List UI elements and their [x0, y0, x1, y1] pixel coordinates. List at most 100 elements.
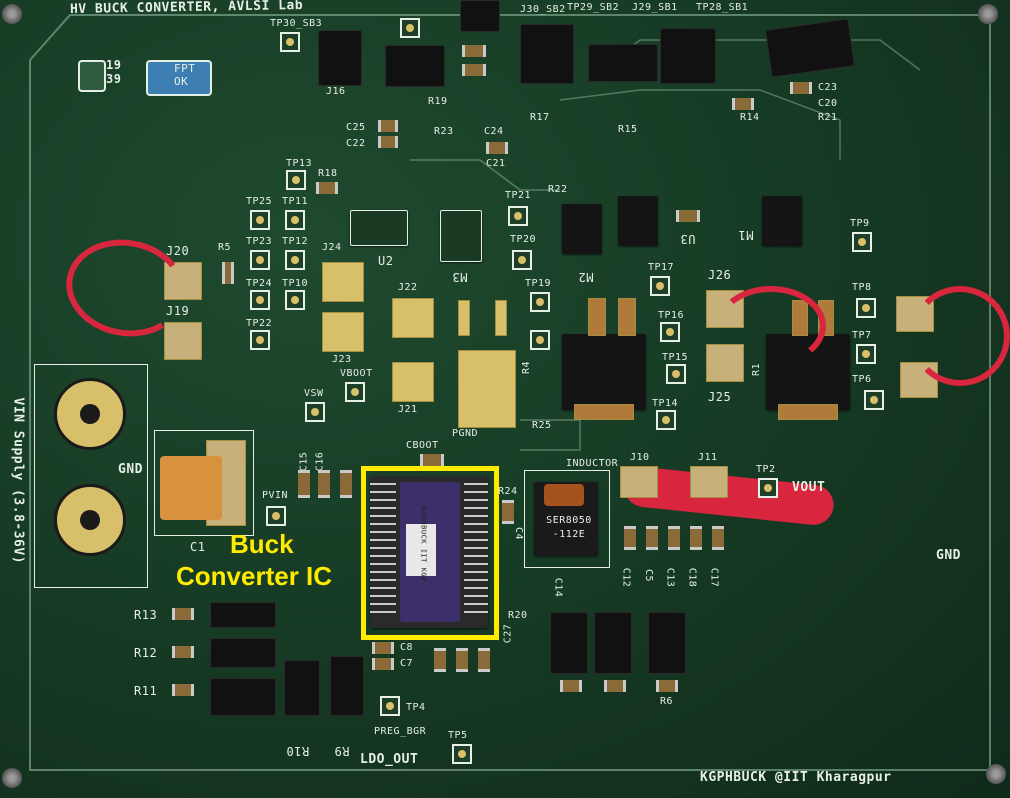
tp25-label: TP25 [246, 196, 273, 207]
tp24-label: TP24 [246, 278, 273, 289]
tp8-label: TP8 [852, 282, 872, 293]
c1-outline [154, 430, 254, 536]
test-point[interactable] [852, 232, 872, 252]
ldo-out-label: LDO_OUT [360, 752, 419, 767]
test-point[interactable] [286, 170, 306, 190]
c4-label: C4 [513, 526, 525, 541]
resistor [732, 98, 754, 110]
test-point-vsw[interactable] [305, 402, 325, 422]
jumper-header-j29[interactable] [588, 44, 658, 82]
power-mosfet [562, 334, 646, 410]
tp21-label: TP21 [505, 190, 532, 201]
tp22-label: TP22 [246, 318, 273, 329]
j25-label: J25 [708, 390, 732, 404]
pin-header[interactable] [330, 656, 364, 716]
test-point-vboot[interactable] [345, 382, 365, 402]
test-point[interactable] [250, 330, 270, 350]
tp19-label: TP19 [525, 278, 552, 289]
test-point[interactable] [856, 298, 876, 318]
ic-m3 [440, 210, 482, 262]
test-point[interactable] [285, 250, 305, 270]
test-point-pvin[interactable] [266, 506, 286, 526]
test-point[interactable] [285, 210, 305, 230]
tp16-label: TP16 [658, 310, 685, 321]
resistor [676, 210, 700, 222]
test-point[interactable] [285, 290, 305, 310]
test-point[interactable] [250, 250, 270, 270]
mosfet-tab [574, 404, 634, 420]
mosfet-leg [618, 298, 636, 336]
capacitor [486, 142, 508, 154]
j26-label: J26 [708, 268, 732, 282]
u3-label: U3 [680, 232, 696, 246]
jumper-header[interactable] [648, 612, 686, 674]
test-point[interactable] [864, 390, 884, 410]
inductor-label: INDUCTOR [566, 458, 619, 469]
pin-header[interactable] [660, 28, 716, 84]
test-point-vout[interactable] [758, 478, 778, 498]
jumper-pad-j10[interactable] [620, 466, 658, 498]
capacitor [434, 648, 446, 672]
jumper-header[interactable] [594, 612, 632, 674]
vin-terminal-ground[interactable] [54, 484, 126, 556]
pad-pgnd [458, 350, 516, 428]
resistor [560, 680, 582, 692]
test-point[interactable] [400, 18, 420, 38]
resistor [172, 684, 194, 696]
pin-header[interactable] [460, 0, 500, 32]
jumper-header[interactable] [550, 612, 588, 674]
pvin-label: PVIN [262, 490, 289, 501]
test-point-ldo[interactable] [452, 744, 472, 764]
pin-header[interactable] [210, 678, 276, 716]
capacitor [318, 470, 330, 498]
terminal-hole [80, 510, 100, 530]
test-point[interactable] [530, 292, 550, 312]
test-point[interactable] [656, 410, 676, 430]
jumper-pad-j20[interactable] [164, 262, 202, 300]
test-point[interactable] [660, 322, 680, 342]
test-point[interactable] [666, 364, 686, 384]
tp13-label: TP13 [286, 158, 313, 169]
jumper-header-j16[interactable] [318, 30, 362, 86]
inductor-outline [524, 470, 610, 568]
jumper-pad-j11[interactable] [690, 466, 728, 498]
test-point[interactable] [530, 330, 550, 350]
tp12-label: TP12 [282, 236, 309, 247]
r14-label: R14 [740, 112, 760, 123]
tp5-label: TP5 [448, 730, 468, 741]
vin-terminal-positive[interactable] [54, 378, 126, 450]
pin-header[interactable] [210, 602, 276, 628]
r10-label: R10 [286, 744, 310, 758]
r4-label: R4 [521, 360, 533, 375]
test-point[interactable] [250, 290, 270, 310]
pad-j21 [392, 362, 434, 402]
c25-label: C25 [346, 122, 366, 133]
gnd-right-label: GND [936, 548, 961, 563]
ic-label-sticker [406, 524, 436, 576]
test-point[interactable] [280, 32, 300, 52]
test-point[interactable] [856, 344, 876, 364]
test-point[interactable] [508, 206, 528, 226]
c24-label: C24 [484, 126, 504, 137]
tp2-label: TP2 [756, 464, 776, 475]
corner-screw [2, 4, 22, 24]
capacitor-cboot [420, 454, 444, 466]
j16-label: J16 [326, 86, 346, 97]
pin-header[interactable] [385, 45, 445, 87]
jumper-header-j30[interactable] [520, 24, 574, 84]
pad [495, 300, 507, 336]
inductor-part-number: SER8050 -112E [546, 515, 592, 540]
pgnd-label: PGND [452, 428, 479, 439]
mosfet-m2 [562, 204, 602, 254]
logo-e-mark [78, 60, 106, 92]
tp10-label: TP10 [282, 278, 309, 289]
pin-header[interactable] [284, 660, 320, 716]
test-point-tp4[interactable] [380, 696, 400, 716]
test-point[interactable] [650, 276, 670, 296]
test-point[interactable] [512, 250, 532, 270]
test-point[interactable] [250, 210, 270, 230]
jumper-pad-j19[interactable] [164, 322, 202, 360]
vboot-label: VBOOT [340, 368, 373, 379]
pin-header[interactable] [210, 638, 276, 668]
